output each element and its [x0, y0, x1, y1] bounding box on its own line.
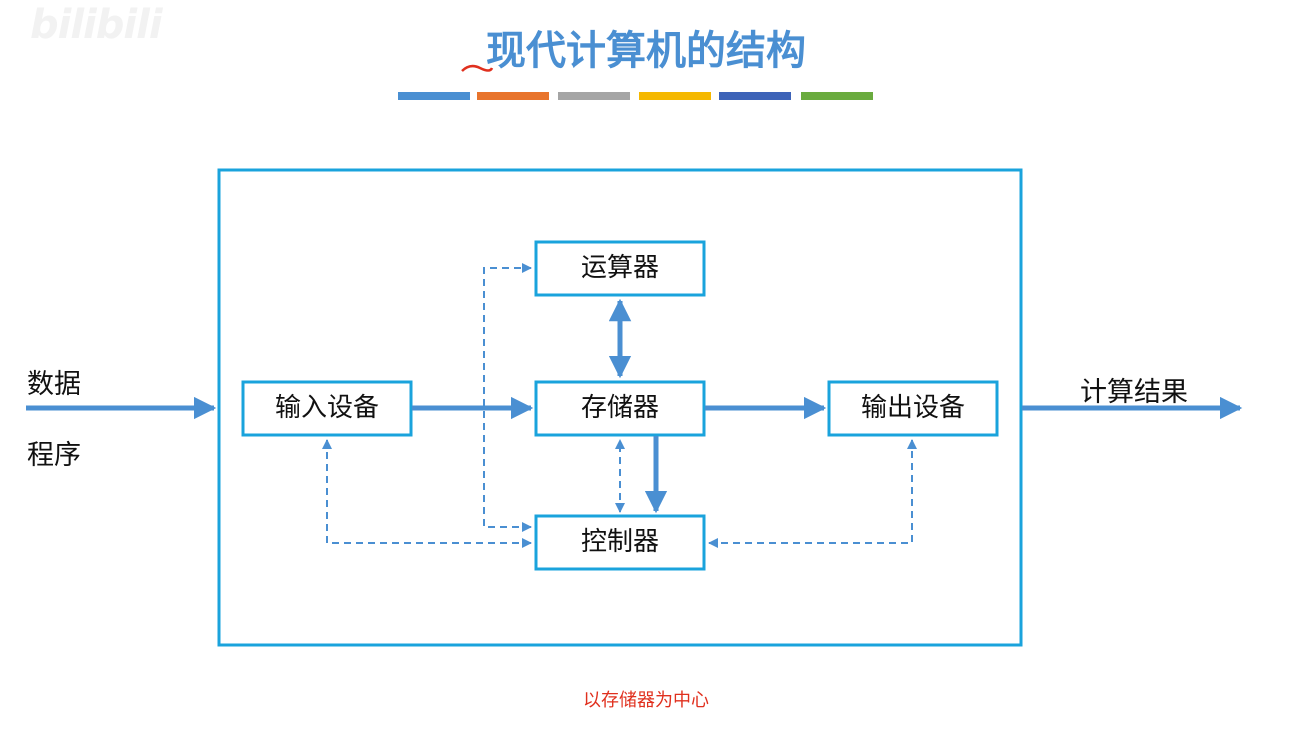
control-to-output-dashed-arrow	[708, 439, 917, 548]
caption: 以存储器为中心	[583, 690, 709, 711]
program-input-label: 程序	[27, 440, 81, 471]
computer-frame	[217, 168, 1023, 647]
data-input-label: 数据	[27, 369, 81, 400]
output-device-label: 输出设备	[860, 393, 965, 423]
output-device-box	[827, 380, 999, 437]
alu-box	[534, 240, 706, 297]
color-bar-segment	[639, 92, 711, 100]
page-title: 现代计算机的结构	[486, 28, 806, 74]
control-label: 控制器	[580, 527, 659, 557]
alu-label: 运算器	[580, 253, 659, 283]
color-bar-segment	[477, 92, 549, 100]
color-bar-segment	[719, 92, 791, 100]
color-bar-segment	[558, 92, 630, 100]
input-device-box	[241, 380, 413, 437]
control-to-input-dashed-arrow	[322, 439, 532, 548]
memory-label: 存储器	[580, 393, 659, 423]
result-output-label: 计算结果	[1080, 377, 1188, 408]
input-device-label: 输入设备	[274, 393, 379, 423]
color-bar-segment	[398, 92, 470, 100]
color-bar-segment	[801, 92, 873, 100]
control-box	[534, 514, 706, 571]
memory-box	[534, 380, 706, 437]
control-to-alu-dashed-arrow	[483, 263, 532, 532]
squiggle-underline-icon	[461, 64, 494, 72]
bilibili-watermark: bilibili	[30, 2, 163, 48]
